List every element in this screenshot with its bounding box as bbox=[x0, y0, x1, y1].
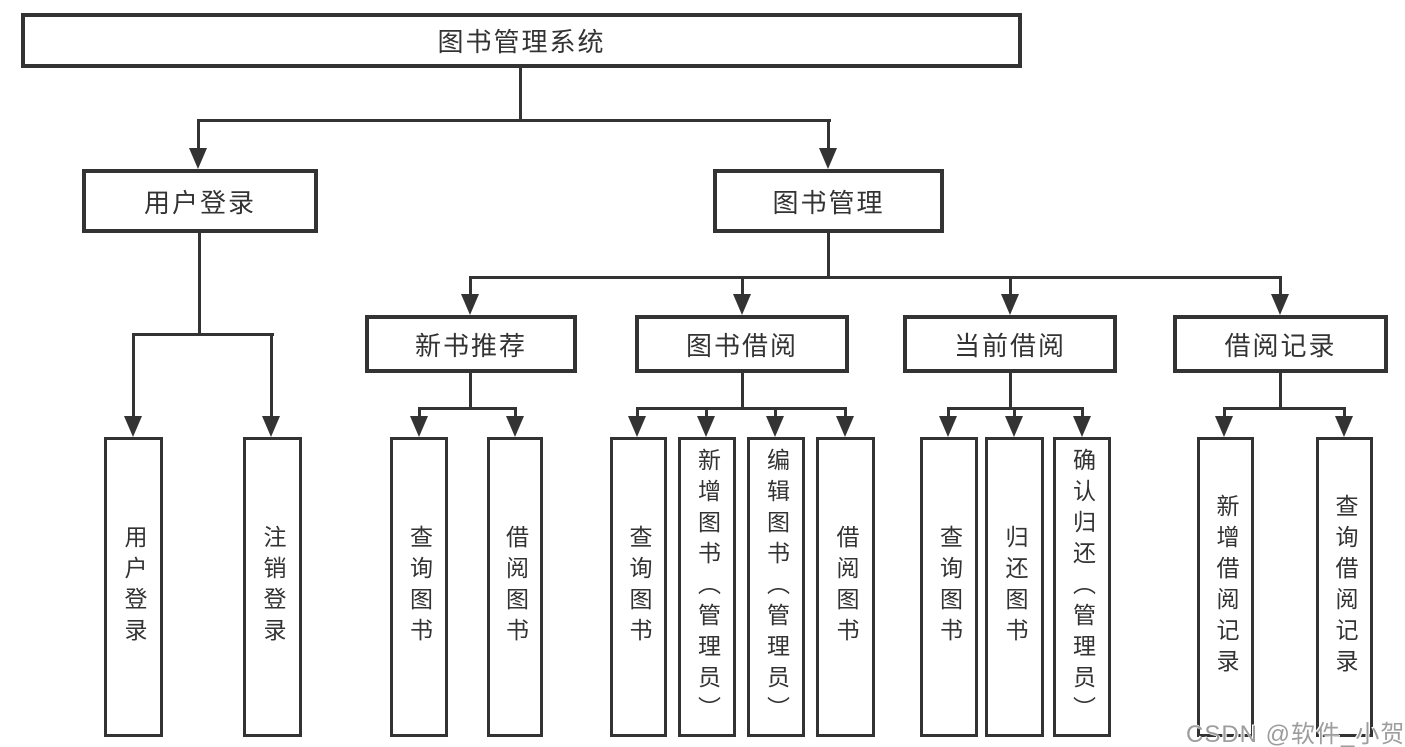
connector-book-borrow-rail bbox=[636, 407, 847, 410]
node-root: 图书管理系统 bbox=[21, 13, 1022, 68]
connector-drop-add-record bbox=[1223, 407, 1226, 419]
connector-drop-new-book bbox=[469, 276, 472, 298]
leaf-edit-book-admin-label: 编辑图书（管理员） bbox=[763, 447, 790, 727]
connector-drop-query-current bbox=[947, 407, 950, 419]
connector-new-book-rail bbox=[418, 407, 517, 410]
arrowhead-leaf-user-login bbox=[124, 416, 142, 437]
leaf-borrow-book-recommend-label: 借阅图书 bbox=[502, 525, 529, 649]
leaf-logout-label: 注销登录 bbox=[260, 525, 286, 649]
arrowhead-query-record bbox=[1335, 416, 1353, 437]
leaf-query-book-current-label: 查询图书 bbox=[936, 525, 963, 649]
connector-drop-query-record bbox=[1343, 407, 1346, 419]
connector-drop-borrow-record bbox=[1279, 276, 1282, 298]
connector-level2-rail bbox=[469, 276, 1282, 279]
connector-book-borrow-stem bbox=[741, 373, 744, 407]
leaf-confirm-return-admin: 确认归还（管理员） bbox=[1053, 437, 1111, 737]
arrowhead-borrow-record bbox=[1271, 294, 1289, 315]
arrowhead-query-borrow bbox=[628, 416, 646, 437]
arrowhead-user-login bbox=[189, 148, 207, 169]
connector-drop-add-book bbox=[705, 407, 708, 419]
connector-level1-rail bbox=[197, 119, 831, 122]
arrowhead-query-recommend bbox=[410, 416, 428, 437]
connector-drop-leaf-logout bbox=[270, 333, 273, 418]
connector-new-book-stem bbox=[469, 373, 472, 407]
leaf-query-borrow-record: 查询借阅记录 bbox=[1316, 437, 1373, 737]
leaf-edit-book-admin: 编辑图书（管理员） bbox=[747, 437, 805, 737]
connector-drop-leaf-user-login bbox=[132, 333, 135, 418]
node-book-management-label: 图书管理 bbox=[772, 187, 885, 218]
leaf-borrow-book: 借阅图书 bbox=[816, 437, 875, 737]
node-new-book-recommend: 新书推荐 bbox=[365, 315, 577, 373]
connector-drop-book-management bbox=[827, 119, 830, 151]
connector-drop-query-recommend bbox=[418, 407, 421, 419]
connector-user-login-rail bbox=[132, 333, 274, 336]
node-book-borrow: 图书借阅 bbox=[635, 315, 849, 373]
leaf-query-book-recommend-label: 查询图书 bbox=[406, 525, 433, 649]
leaf-query-book-borrow: 查询图书 bbox=[610, 437, 667, 737]
connector-drop-current-borrow bbox=[1009, 276, 1012, 298]
arrowhead-borrow-recommend bbox=[506, 416, 524, 437]
node-current-borrow: 当前借阅 bbox=[903, 315, 1117, 373]
connector-drop-borrow-book bbox=[844, 407, 847, 419]
connector-root-stem bbox=[519, 68, 522, 119]
node-root-label: 图书管理系统 bbox=[437, 27, 606, 57]
connector-drop-confirm-return bbox=[1081, 407, 1084, 419]
leaf-borrow-book-recommend: 借阅图书 bbox=[487, 437, 543, 737]
arrowhead-borrow-book bbox=[836, 416, 854, 437]
arrowhead-book-management bbox=[819, 148, 837, 169]
leaf-add-borrow-record-label: 新增借阅记录 bbox=[1213, 494, 1239, 680]
leaf-add-book-admin-label: 新增图书（管理员） bbox=[694, 447, 721, 727]
leaf-user-login-label: 用户登录 bbox=[121, 525, 147, 649]
leaf-return-book-label: 归还图书 bbox=[1002, 525, 1028, 649]
connector-borrow-record-rail bbox=[1223, 407, 1346, 410]
leaf-add-book-admin: 新增图书（管理员） bbox=[678, 437, 736, 737]
node-current-borrow-label: 当前借阅 bbox=[953, 330, 1066, 361]
arrowhead-confirm-return bbox=[1073, 416, 1091, 437]
leaf-confirm-return-admin-label: 确认归还（管理员） bbox=[1069, 447, 1096, 727]
connector-drop-query-borrow bbox=[636, 407, 639, 419]
node-user-login-label: 用户登录 bbox=[143, 187, 256, 218]
connector-current-borrow-stem bbox=[1009, 373, 1012, 407]
node-book-management: 图书管理 bbox=[713, 169, 944, 233]
arrowhead-add-record bbox=[1215, 416, 1233, 437]
leaf-query-book-recommend: 查询图书 bbox=[390, 437, 448, 737]
leaf-user-login: 用户登录 bbox=[104, 437, 163, 737]
connector-drop-book-borrow bbox=[741, 276, 744, 298]
connector-borrow-record-stem bbox=[1279, 373, 1282, 407]
csdn-watermark: CSDN @软件_小贺同学 bbox=[1186, 721, 1405, 747]
arrowhead-add-book bbox=[697, 416, 715, 437]
connector-drop-user-login bbox=[197, 119, 200, 151]
node-new-book-recommend-label: 新书推荐 bbox=[414, 330, 527, 361]
leaf-logout: 注销登录 bbox=[243, 437, 302, 737]
connector-drop-return-book bbox=[1013, 407, 1016, 419]
arrowhead-book-borrow bbox=[733, 294, 751, 315]
node-borrow-record-label: 借阅记录 bbox=[1224, 330, 1337, 361]
arrowhead-return-book bbox=[1005, 416, 1023, 437]
node-borrow-record: 借阅记录 bbox=[1173, 315, 1388, 373]
node-user-login: 用户登录 bbox=[82, 169, 318, 233]
arrowhead-new-book bbox=[461, 294, 479, 315]
arrowhead-leaf-logout bbox=[262, 416, 280, 437]
node-book-borrow-label: 图书借阅 bbox=[685, 330, 798, 361]
connector-user-login-stem bbox=[198, 233, 201, 335]
connector-book-management-stem bbox=[827, 233, 830, 276]
connector-drop-edit-book bbox=[774, 407, 777, 419]
leaf-return-book: 归还图书 bbox=[985, 437, 1044, 737]
arrowhead-query-current bbox=[939, 416, 957, 437]
leaf-query-borrow-record-label: 查询借阅记录 bbox=[1332, 494, 1358, 680]
leaf-borrow-book-label: 借阅图书 bbox=[833, 525, 859, 649]
arrowhead-current-borrow bbox=[1001, 294, 1019, 315]
connector-drop-borrow-recommend bbox=[514, 407, 517, 419]
leaf-add-borrow-record: 新增借阅记录 bbox=[1197, 437, 1254, 737]
arrowhead-edit-book bbox=[766, 416, 784, 437]
leaf-query-book-current: 查询图书 bbox=[920, 437, 978, 737]
leaf-query-book-borrow-label: 查询图书 bbox=[626, 525, 652, 649]
